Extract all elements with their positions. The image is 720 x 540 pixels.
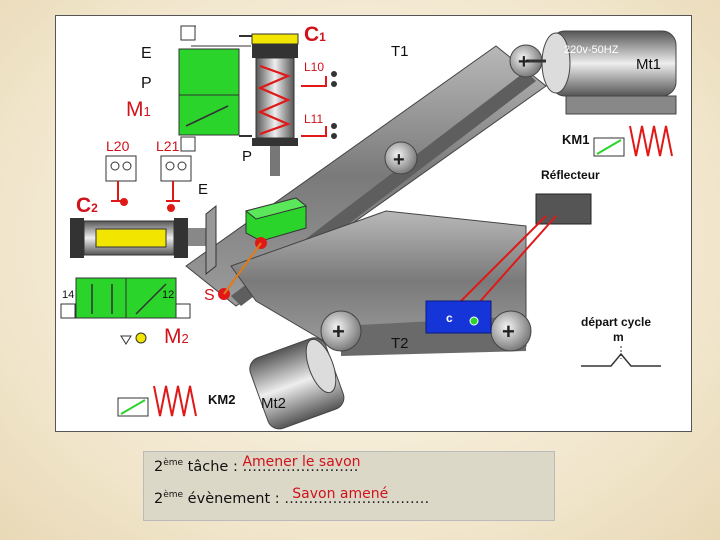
caption-line-task: 2ème tâche : ……………………Amener le savon [154, 453, 361, 475]
roller-t2-left [320, 310, 362, 352]
label-km1: KM1 [562, 132, 589, 147]
limit-switch-l11 [301, 123, 337, 139]
label-s: S [204, 287, 215, 304]
label-port-12: 12 [162, 289, 174, 301]
label-e-top: E [141, 45, 152, 62]
label-m1: M1 [126, 98, 151, 121]
label-l20: L20 [106, 138, 130, 154]
soap-piece [244, 197, 308, 242]
automation-diagram: C1 C2 T1 T2 220v-50HZ Mt1 Mt2 KM1 KM2 M1… [60, 23, 677, 430]
sensor-dot [167, 204, 175, 212]
plus-t2-right: + [502, 319, 515, 344]
distributor-m1 [178, 25, 252, 152]
label-m2: M2 [164, 325, 189, 348]
start-button-m[interactable] [581, 346, 661, 367]
sensor-c [425, 300, 492, 334]
label-sensor-c: c [446, 311, 453, 325]
label-t2: T2 [391, 335, 409, 352]
label-p-top: P [141, 75, 152, 92]
limit-switch-l21 [160, 155, 192, 202]
label-m-button: m [613, 330, 624, 344]
label-l11: L11 [304, 112, 323, 126]
label-t1: T1 [391, 43, 409, 60]
label-c2: C2 [76, 194, 98, 217]
plus-t2-left: + [332, 319, 345, 344]
diagram-panel: C1 C2 T1 T2 220v-50HZ Mt1 Mt2 KM1 KM2 M1… [55, 15, 692, 432]
roller-t1-bottom [384, 141, 418, 175]
caption-line-event: 2ème évènement : …………………………Savon amené [154, 485, 430, 507]
label-km2: KM2 [208, 392, 235, 407]
label-l10: L10 [304, 60, 324, 74]
plus-t1-top: + [518, 51, 530, 73]
sensor-dot [120, 198, 128, 206]
reflector [450, 193, 592, 312]
label-port-14: 14 [62, 289, 74, 301]
label-depart-cycle: départ cycle [581, 315, 651, 329]
contactor-km1 [593, 125, 673, 157]
cylinder-c1 [251, 33, 299, 176]
event-answer: Savon amené [292, 485, 389, 502]
label-c1: C1 [304, 23, 326, 46]
cylinder-c2 [70, 204, 217, 276]
contactor-km2 [117, 385, 197, 417]
limit-switch-l20 [105, 155, 137, 202]
label-l21: L21 [156, 138, 180, 154]
label-p-mid: P [242, 148, 252, 165]
task-answer: Amener le savon [242, 453, 361, 470]
plus-t1-bottom: + [393, 149, 405, 171]
motor-mt2 [249, 337, 345, 430]
label-reflecteur: Réflecteur [541, 168, 600, 182]
label-mt1: Mt1 [636, 56, 661, 73]
distributor-m2 [60, 277, 191, 345]
motor-mt1 [526, 30, 677, 115]
limit-switch-l10 [301, 71, 337, 87]
label-e-mid: E [198, 181, 208, 198]
motor-rating-label: 220v-50HZ [564, 44, 619, 56]
caption-box: 2ème tâche : ……………………Amener le savon 2èm… [143, 451, 555, 521]
label-mt2: Mt2 [261, 395, 286, 412]
